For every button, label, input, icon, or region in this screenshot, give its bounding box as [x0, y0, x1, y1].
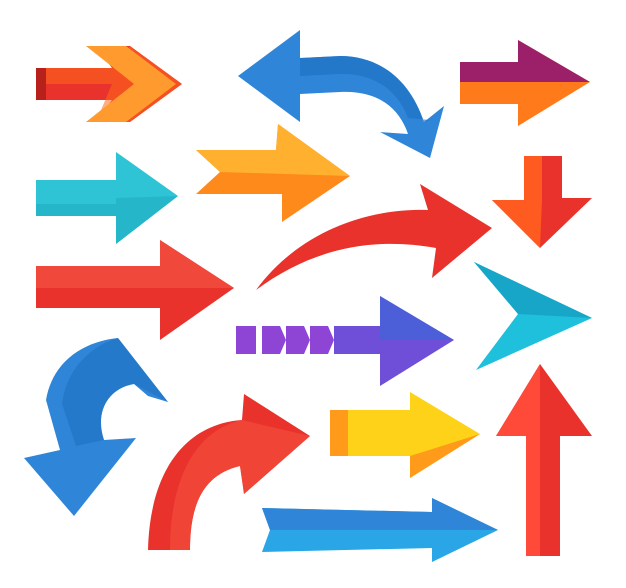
curved-arrow-down-left-icon: [24, 338, 168, 516]
long-arrow-right-icon: [262, 498, 498, 562]
arrow-right-icon: [36, 240, 234, 340]
arrow-up-icon: [496, 364, 592, 556]
swoosh-arrow-right-icon: [256, 184, 492, 290]
double-chevron-arrow-right-icon: [36, 46, 182, 122]
triangle-arrow-right-icon: [474, 262, 592, 370]
arrow-right-icon: [196, 124, 350, 222]
curved-arrow-up-right-icon: [148, 394, 310, 550]
arrow-right-icon: [460, 40, 590, 126]
dashed-arrow-right-icon: [236, 296, 454, 386]
curved-arrow-left-icon: [238, 30, 444, 158]
arrow-down-icon: [492, 156, 592, 248]
arrow-right-icon: [36, 152, 178, 244]
arrow-right-icon: [330, 392, 480, 478]
